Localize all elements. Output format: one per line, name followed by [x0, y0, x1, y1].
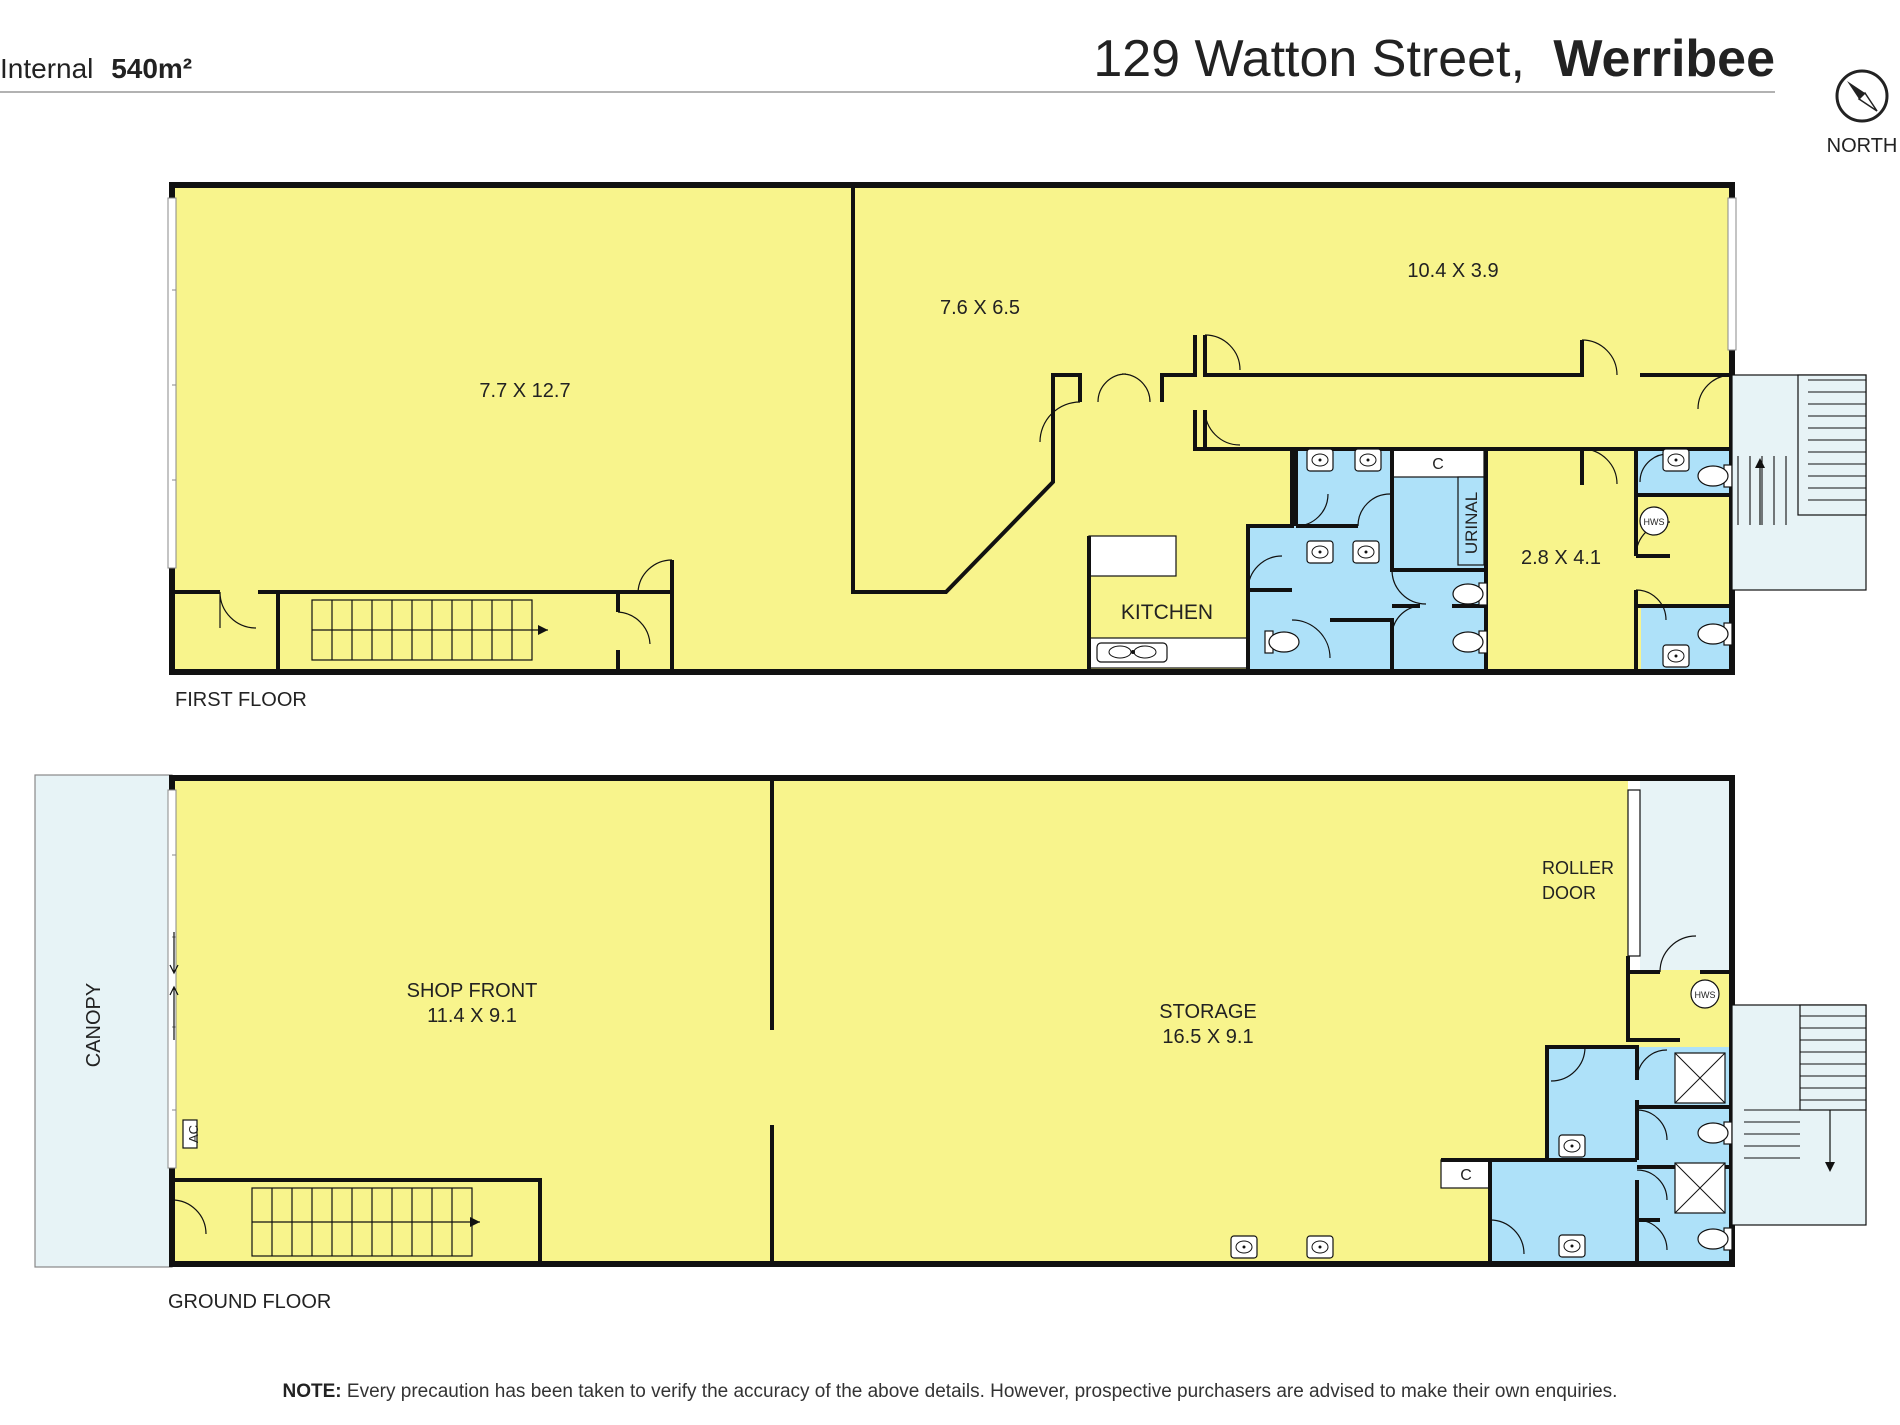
- shower-icon-2: [1674, 1162, 1726, 1214]
- address-street: 129 Watton Street,: [1093, 30, 1525, 88]
- kitchen-island: [1088, 535, 1177, 577]
- wall-hws-2: [1626, 972, 1680, 1042]
- internal-label: Internal: [0, 53, 93, 84]
- ground-floor-label: GROUND FLOOR: [168, 1291, 331, 1313]
- ground-floor-plan: CANOPY AC SHOP FRONT 11.4 X 9.1 STORAGE …: [34, 774, 1867, 1313]
- stairs-first-floor: [311, 599, 548, 661]
- shower-icon: [1674, 1052, 1726, 1104]
- room-east-small-dims: 2.8 X 4.1: [1521, 547, 1601, 569]
- shopfront-window: [167, 789, 177, 1169]
- ac-unit: [182, 1119, 198, 1149]
- note-label: NOTE:: [282, 1381, 342, 1402]
- external-stairs-first: [1731, 374, 1867, 591]
- window-west: [167, 197, 177, 569]
- room-northeast-dims: 10.4 X 3.9: [1407, 260, 1498, 282]
- cupboard-label-ground: C: [1460, 1167, 1472, 1184]
- room-middle-dims: 7.6 X 6.5: [940, 297, 1020, 319]
- first-floor-label: FIRST FLOOR: [175, 689, 307, 711]
- roller-door-label-1: ROLLER: [1542, 858, 1614, 878]
- wall-passage-a: [1160, 335, 1197, 402]
- svg-text:129 Watton Street, Werri: 129 Watton Street, Werribee: [1093, 30, 1775, 88]
- wall-angled: [851, 185, 1082, 594]
- kitchen-label: KITCHEN: [1121, 601, 1213, 624]
- wall-ground-stair: [172, 1178, 542, 1264]
- address-suburb: Werribee: [1553, 30, 1775, 88]
- roller-door: [1627, 789, 1641, 957]
- ac-label: AC: [186, 1125, 201, 1143]
- header: Internal 540m² 129 Watton Street, Werrib…: [0, 30, 1775, 93]
- urinal-label: URINAL: [1462, 492, 1481, 554]
- first-floor-plan: 7.7 X 12.7 7.6 X 6.5 10.4 X 3.9 2.8 X 4.…: [167, 182, 1867, 711]
- disclaimer-note: NOTE: Every precaution has been taken to…: [0, 1381, 1900, 1403]
- storage-label: STORAGE: [1159, 1001, 1256, 1023]
- compass-label: NORTH: [1827, 135, 1898, 157]
- compass-north-icon: [1835, 69, 1889, 123]
- ground-floor-area: [172, 778, 1732, 1264]
- roller-door-area: [1640, 780, 1732, 970]
- wall-corridor-top: [1203, 335, 1584, 377]
- kitchen-sink-icon: [1096, 642, 1168, 663]
- urinal-trough: [1457, 476, 1485, 566]
- cupboard-label: C: [1432, 456, 1444, 473]
- internal-area: 540m²: [111, 53, 192, 84]
- hws-label: HWS: [1644, 517, 1665, 527]
- roller-door-label-2: DOOR: [1542, 883, 1596, 903]
- wall-stair: [172, 560, 674, 672]
- first-floor-fixtures: [1264, 448, 1733, 668]
- wall-wc-c: [1441, 1158, 1639, 1264]
- wall-stair-2: [276, 592, 620, 672]
- ground-floor-doors: [171, 935, 1697, 1255]
- wall-passage-b: [1193, 410, 1294, 672]
- shop-front-label: SHOP FRONT: [407, 980, 538, 1002]
- shop-front-dims: 11.4 X 9.1: [427, 1005, 517, 1027]
- note-text: Every precaution has been taken to verif…: [346, 1381, 1618, 1402]
- wall-corridor-bottom: [1203, 410, 1732, 451]
- first-floor-area: [172, 185, 1732, 672]
- room-west-dims: 7.7 X 12.7: [479, 380, 570, 402]
- wall-wet-s: [1248, 588, 1394, 672]
- hws-label-ground: HWS: [1695, 990, 1716, 1000]
- svg-text:Internal 540m²: Internal 540m²: [0, 53, 192, 84]
- external-stairs-ground: [1731, 1004, 1867, 1226]
- wall-wet-e: [1636, 493, 1732, 608]
- storage-dims: 16.5 X 9.1: [1162, 1026, 1253, 1048]
- canopy-label: CANOPY: [83, 983, 105, 1067]
- ground-floor-fixtures: [1230, 979, 1733, 1259]
- wall-wet-w: [1294, 449, 1394, 528]
- window-east: [1727, 197, 1737, 351]
- stairs-ground-floor: [251, 1187, 480, 1257]
- canopy: [34, 774, 173, 1268]
